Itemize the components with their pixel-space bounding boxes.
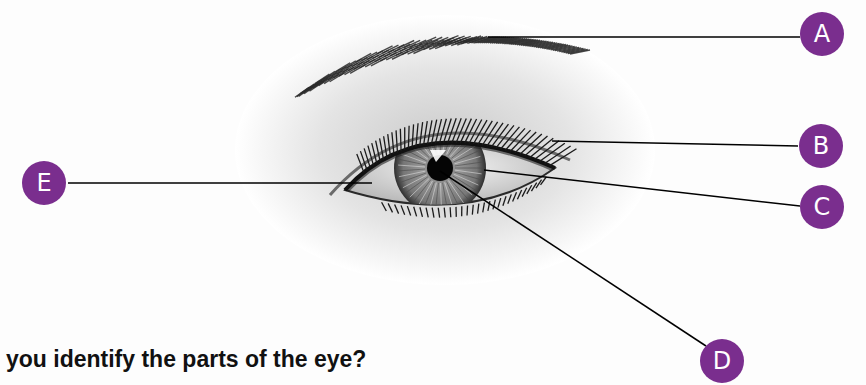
callout-circle: D bbox=[700, 339, 744, 383]
iris-fiber bbox=[401, 173, 426, 182]
leader-line bbox=[68, 182, 372, 184]
eyelash bbox=[448, 118, 457, 142]
question-title: you identify the parts of the eye? bbox=[6, 346, 366, 373]
eyelash bbox=[472, 205, 474, 215]
eyelash bbox=[426, 208, 428, 218]
eyelash bbox=[449, 207, 451, 217]
eyelash bbox=[414, 207, 417, 217]
lid-shadow bbox=[345, 143, 555, 190]
iris-fiber bbox=[436, 183, 439, 210]
eyelash bbox=[531, 183, 536, 192]
iris-fiber bbox=[455, 168, 482, 169]
eyelash bbox=[478, 204, 479, 214]
eyelash bbox=[444, 118, 452, 142]
eyelash bbox=[388, 134, 391, 156]
eyelash bbox=[376, 141, 380, 162]
iris-texture bbox=[398, 126, 482, 210]
eyelash bbox=[420, 122, 423, 146]
iris-fiber bbox=[398, 169, 425, 171]
highlight bbox=[430, 150, 446, 162]
callout-circle: C bbox=[800, 185, 844, 229]
skin-shading bbox=[235, 15, 655, 285]
eyelash bbox=[384, 136, 387, 157]
callout-letter: E bbox=[36, 171, 51, 195]
brow-hair bbox=[570, 50, 590, 54]
callout-letter: A bbox=[814, 22, 830, 46]
eyelash bbox=[522, 188, 527, 197]
eyelash bbox=[407, 206, 410, 215]
eyelash bbox=[498, 198, 501, 208]
eyelash bbox=[517, 190, 521, 199]
iris-fiber bbox=[454, 174, 479, 185]
eyelashes bbox=[357, 118, 577, 217]
callout-letter: B bbox=[813, 134, 829, 158]
eyelash bbox=[388, 203, 392, 212]
iris bbox=[394, 122, 486, 214]
leader-lines bbox=[68, 37, 800, 346]
callout-letter: C bbox=[814, 195, 831, 219]
eyelash bbox=[455, 207, 457, 217]
leader-line bbox=[488, 36, 800, 38]
eyelash bbox=[428, 120, 432, 144]
eyelash bbox=[466, 206, 468, 216]
eyelash bbox=[380, 138, 384, 159]
eyelash bbox=[420, 207, 423, 217]
eyelash bbox=[461, 206, 462, 216]
iris-fiber bbox=[455, 162, 482, 166]
leader-line bbox=[552, 141, 798, 146]
eyelash bbox=[392, 132, 394, 154]
iris-fiber bbox=[443, 183, 448, 210]
eyelash bbox=[503, 196, 506, 205]
eyelash bbox=[395, 204, 399, 213]
eyelash bbox=[483, 202, 485, 212]
eyelash bbox=[408, 126, 410, 149]
callout-circle: E bbox=[22, 161, 66, 205]
eyelash bbox=[404, 127, 405, 150]
iris-fiber bbox=[399, 171, 425, 177]
eyelash bbox=[508, 194, 512, 203]
eyelash bbox=[438, 208, 439, 218]
leader-line bbox=[484, 170, 800, 206]
eyelash bbox=[401, 205, 405, 214]
eyelash bbox=[513, 192, 517, 201]
eyelash bbox=[452, 118, 461, 142]
iris-fiber bbox=[440, 183, 442, 210]
callout-letter: D bbox=[713, 349, 731, 373]
iris-fiber bbox=[399, 159, 425, 165]
brow-hair bbox=[435, 42, 452, 49]
eyelash bbox=[382, 202, 387, 211]
callout-circle: A bbox=[800, 12, 844, 56]
eyelash bbox=[527, 185, 532, 194]
eyelash bbox=[372, 143, 377, 163]
eyelash bbox=[444, 208, 445, 218]
eyelash bbox=[541, 177, 547, 185]
eyelash bbox=[416, 123, 418, 147]
eyelash bbox=[424, 121, 428, 145]
eyelash bbox=[396, 130, 397, 152]
iris-fiber bbox=[398, 165, 425, 167]
eyelash bbox=[412, 124, 413, 147]
eyelash bbox=[400, 129, 402, 152]
iris-fiber bbox=[430, 127, 437, 153]
eyebrow bbox=[295, 36, 590, 98]
callout-circle: B bbox=[799, 124, 843, 168]
eyelash bbox=[550, 149, 577, 166]
leader-line bbox=[440, 171, 706, 346]
eyelash bbox=[432, 208, 434, 218]
upper-lid bbox=[345, 143, 555, 190]
eyelash bbox=[456, 118, 466, 142]
iris-fiber bbox=[430, 183, 437, 209]
